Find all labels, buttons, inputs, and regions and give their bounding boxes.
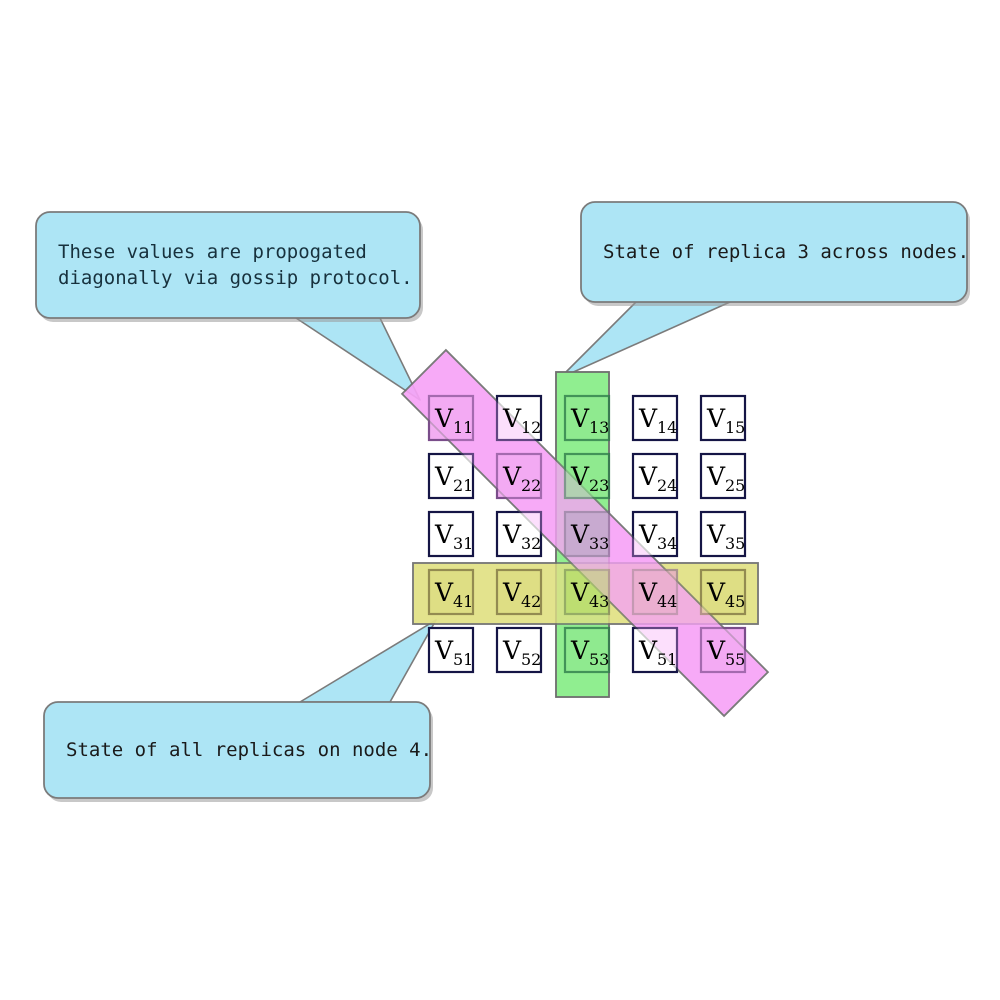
callout-box <box>580 201 968 303</box>
grid-cell-V43[interactable] <box>563 568 611 616</box>
cell-label-base: V <box>638 404 658 433</box>
cell-label-base: V <box>706 578 726 607</box>
cell-label-subscript: 51 <box>453 650 473 669</box>
cell-label-subscript: 25 <box>725 476 745 495</box>
grid-cell-V42[interactable] <box>495 568 543 616</box>
cell-label-base: V <box>502 404 522 433</box>
cell-label-base: V <box>434 578 454 607</box>
column-band-overlay <box>555 371 610 698</box>
cell-label-subscript: 45 <box>725 592 745 611</box>
cell-label-base: V <box>638 578 658 607</box>
grid-cell-V55[interactable] <box>699 626 747 674</box>
cell-label-subscript: 12 <box>521 418 541 437</box>
grid-cell-V35[interactable] <box>699 510 747 558</box>
cell-label-base: V <box>638 520 658 549</box>
callout-line: diagonally via gossip protocol. <box>58 267 413 289</box>
grid-cell-V22[interactable] <box>495 452 543 500</box>
grid-cell-V12[interactable] <box>495 394 543 442</box>
cell-label-base: V <box>638 636 658 665</box>
cell-label-subscript: 35 <box>725 534 745 553</box>
cell-label-base: V <box>706 404 726 433</box>
cell-label-subscript: 32 <box>521 534 541 553</box>
cell-label-subscript: 51 <box>657 650 677 669</box>
cell-label-base: V <box>570 578 590 607</box>
cell-label-subscript: 55 <box>725 650 745 669</box>
callout-tail-node-4-note <box>299 619 437 703</box>
cell-label-base: V <box>570 636 590 665</box>
cell-label-subscript: 52 <box>521 650 541 669</box>
cell-label-subscript: 53 <box>589 650 609 669</box>
callout-tail-gossip-note <box>295 317 421 401</box>
grid-cell-V11[interactable] <box>427 394 475 442</box>
cell-label-base: V <box>502 462 522 491</box>
cell-label-subscript: 44 <box>657 592 677 611</box>
cell-label-base: V <box>570 404 590 433</box>
cell-label-subscript: 11 <box>453 418 473 437</box>
cell-label-base: V <box>706 520 726 549</box>
callout-tails <box>295 301 731 703</box>
cell-label-subscript: 33 <box>589 534 609 553</box>
cell-label-base: V <box>570 520 590 549</box>
grid-cell-V34[interactable] <box>631 510 679 558</box>
cell-label-base: V <box>502 578 522 607</box>
cell-label-subscript: 43 <box>589 592 609 611</box>
cell-label-base: V <box>502 636 522 665</box>
cell-label-base: V <box>434 636 454 665</box>
callout-node-4-note: State of all replicas on node 4. <box>43 701 433 802</box>
highlight-band-overlays <box>400 348 770 718</box>
callout-tail-replica-3-note <box>559 301 731 379</box>
cell-label-subscript: 31 <box>453 534 473 553</box>
callout-box <box>43 701 431 799</box>
grid-cell-V32[interactable] <box>495 510 543 558</box>
cell-label-subscript: 13 <box>589 418 609 437</box>
diagonal-band-overlay <box>400 348 770 718</box>
grid-cell-V51[interactable] <box>427 626 475 674</box>
cell-label-subscript: 22 <box>521 476 541 495</box>
grid-cell-V51[interactable] <box>631 626 679 674</box>
grid-cell-V15[interactable] <box>699 394 747 442</box>
cell-label-subscript: 24 <box>657 476 677 495</box>
cell-label-base: V <box>434 520 454 549</box>
cell-label-base: V <box>706 636 726 665</box>
grid-cell-V13[interactable] <box>563 394 611 442</box>
cell-label-base: V <box>434 404 454 433</box>
grid-cell-V53[interactable] <box>563 626 611 674</box>
callout-replica-3-note: State of replica 3 across nodes. <box>580 201 970 306</box>
cell-label-subscript: 34 <box>657 534 677 553</box>
cell-label-base: V <box>570 462 590 491</box>
callout-boxes: These values are propogated diagonally vi… <box>35 201 970 802</box>
callout-box <box>35 211 421 319</box>
callout-line: State of all replicas on node 4. <box>66 739 432 761</box>
cell-label-subscript: 41 <box>453 592 473 611</box>
cell-label-base: V <box>502 520 522 549</box>
cell-label-subscript: 14 <box>657 418 677 437</box>
cell-label-base: V <box>434 462 454 491</box>
grid-cell-V24[interactable] <box>631 452 679 500</box>
grid-cell-V31[interactable] <box>427 510 475 558</box>
grid-cell-V25[interactable] <box>699 452 747 500</box>
cell-label-base: V <box>706 462 726 491</box>
callout-line: State of replica 3 across nodes. <box>603 241 969 263</box>
grid-cell-V14[interactable] <box>631 394 679 442</box>
grid-cell-V52[interactable] <box>495 626 543 674</box>
grid-cell-V21[interactable] <box>427 452 475 500</box>
cell-label-subscript: 21 <box>453 476 473 495</box>
row-band-overlay <box>412 562 759 625</box>
grid-cell-V44[interactable] <box>631 568 679 616</box>
callout-gossip-note: These values are propogated diagonally vi… <box>35 211 423 322</box>
cell-label-subscript: 42 <box>521 592 541 611</box>
callout-line: These values are propogated <box>58 241 367 263</box>
grid-cell-V23[interactable] <box>563 452 611 500</box>
grid-cell-V33[interactable] <box>563 510 611 558</box>
value-grid <box>427 394 747 674</box>
cell-label-base: V <box>638 462 658 491</box>
grid-cell-V41[interactable] <box>427 568 475 616</box>
grid-cell-V45[interactable] <box>699 568 747 616</box>
cell-label-subscript: 15 <box>725 418 745 437</box>
cell-label-subscript: 23 <box>589 476 609 495</box>
